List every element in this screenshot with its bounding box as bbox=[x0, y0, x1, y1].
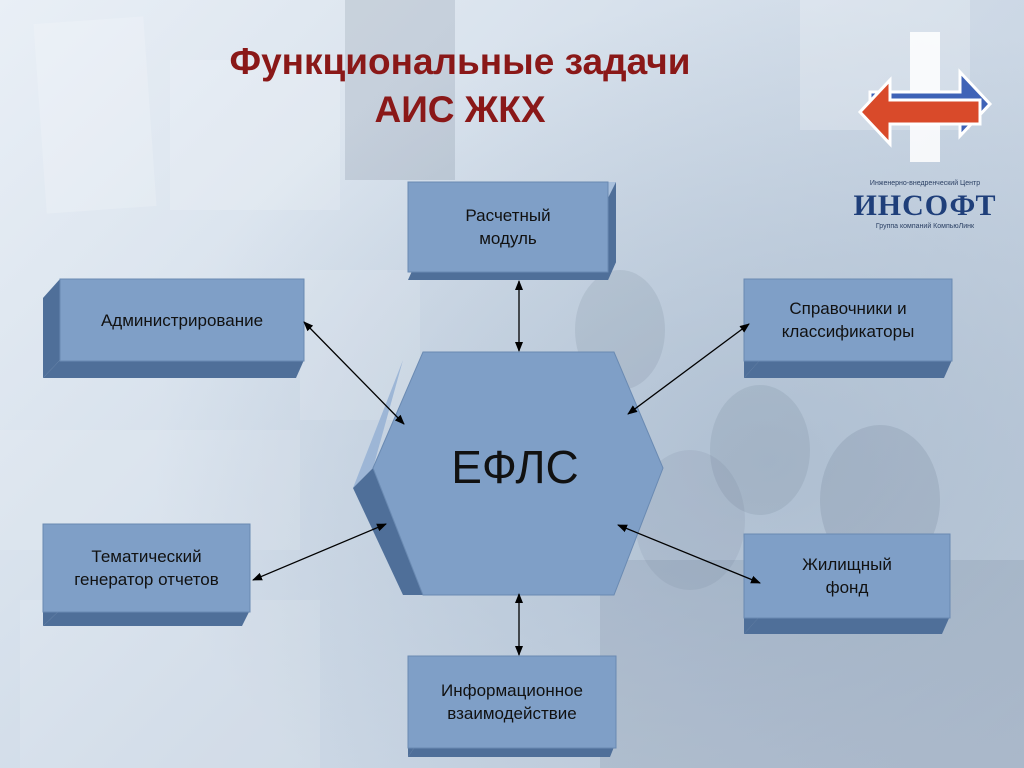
arrow-reference-efls bbox=[627, 323, 750, 415]
box-calc-shape bbox=[407, 181, 616, 280]
box-interaction-shape bbox=[407, 655, 617, 757]
slide-title: Функциональные задачи АИС ЖКХ bbox=[120, 38, 800, 134]
node-calc-line1: Расчетный bbox=[465, 206, 551, 225]
arrow-housing-efls bbox=[617, 524, 761, 584]
node-admin-line1: Администрирование bbox=[100, 310, 264, 330]
node-report-generator: Тематический генератор отчетов bbox=[43, 524, 250, 612]
box-reports-shape bbox=[42, 523, 251, 626]
node-interaction-line2: взаимодействие bbox=[447, 704, 577, 723]
node-reference-line2: классификаторы bbox=[781, 322, 915, 341]
node-interaction-line1: Информационное bbox=[440, 681, 584, 700]
title-line-2: АИС ЖКХ bbox=[374, 89, 546, 130]
insoft-logo: Инженерно-внедренческий Центр ИНСОФТ Гру… bbox=[850, 30, 1010, 240]
node-information-interaction: Информационное взаимодействие bbox=[408, 656, 616, 748]
arrow-reports-efls bbox=[252, 523, 387, 581]
node-housing-line1: Жилищный bbox=[802, 555, 892, 574]
node-reference-books: Справочники и классификаторы bbox=[744, 279, 952, 361]
logo-sub-text: Группа компаний КомпьюЛинк bbox=[875, 223, 975, 230]
node-administration: Администрирование bbox=[60, 279, 304, 361]
node-calc-module: Расчетный модуль bbox=[408, 182, 608, 272]
node-reference-line1: Справочники и bbox=[789, 299, 907, 318]
node-housing-fund: Жилищный фонд bbox=[744, 534, 950, 618]
node-housing-line2: фонд bbox=[825, 578, 869, 597]
arrow-admin-efls bbox=[303, 321, 405, 425]
node-reports-line2: генератор отчетов bbox=[74, 570, 219, 589]
box-admin-shape bbox=[43, 278, 305, 378]
logo-top-text: Инженерно-внедренческий Центр bbox=[869, 180, 981, 187]
box-reference-shape bbox=[743, 278, 953, 378]
logo-arrows-icon bbox=[857, 32, 993, 162]
node-calc-line2: модуль bbox=[479, 229, 537, 248]
title-line-1: Функциональные задачи bbox=[229, 41, 691, 82]
efls-label: ЕФЛС bbox=[451, 441, 579, 493]
node-reports-line1: Тематический bbox=[91, 547, 202, 566]
logo-name: ИНСОФТ bbox=[853, 189, 997, 222]
